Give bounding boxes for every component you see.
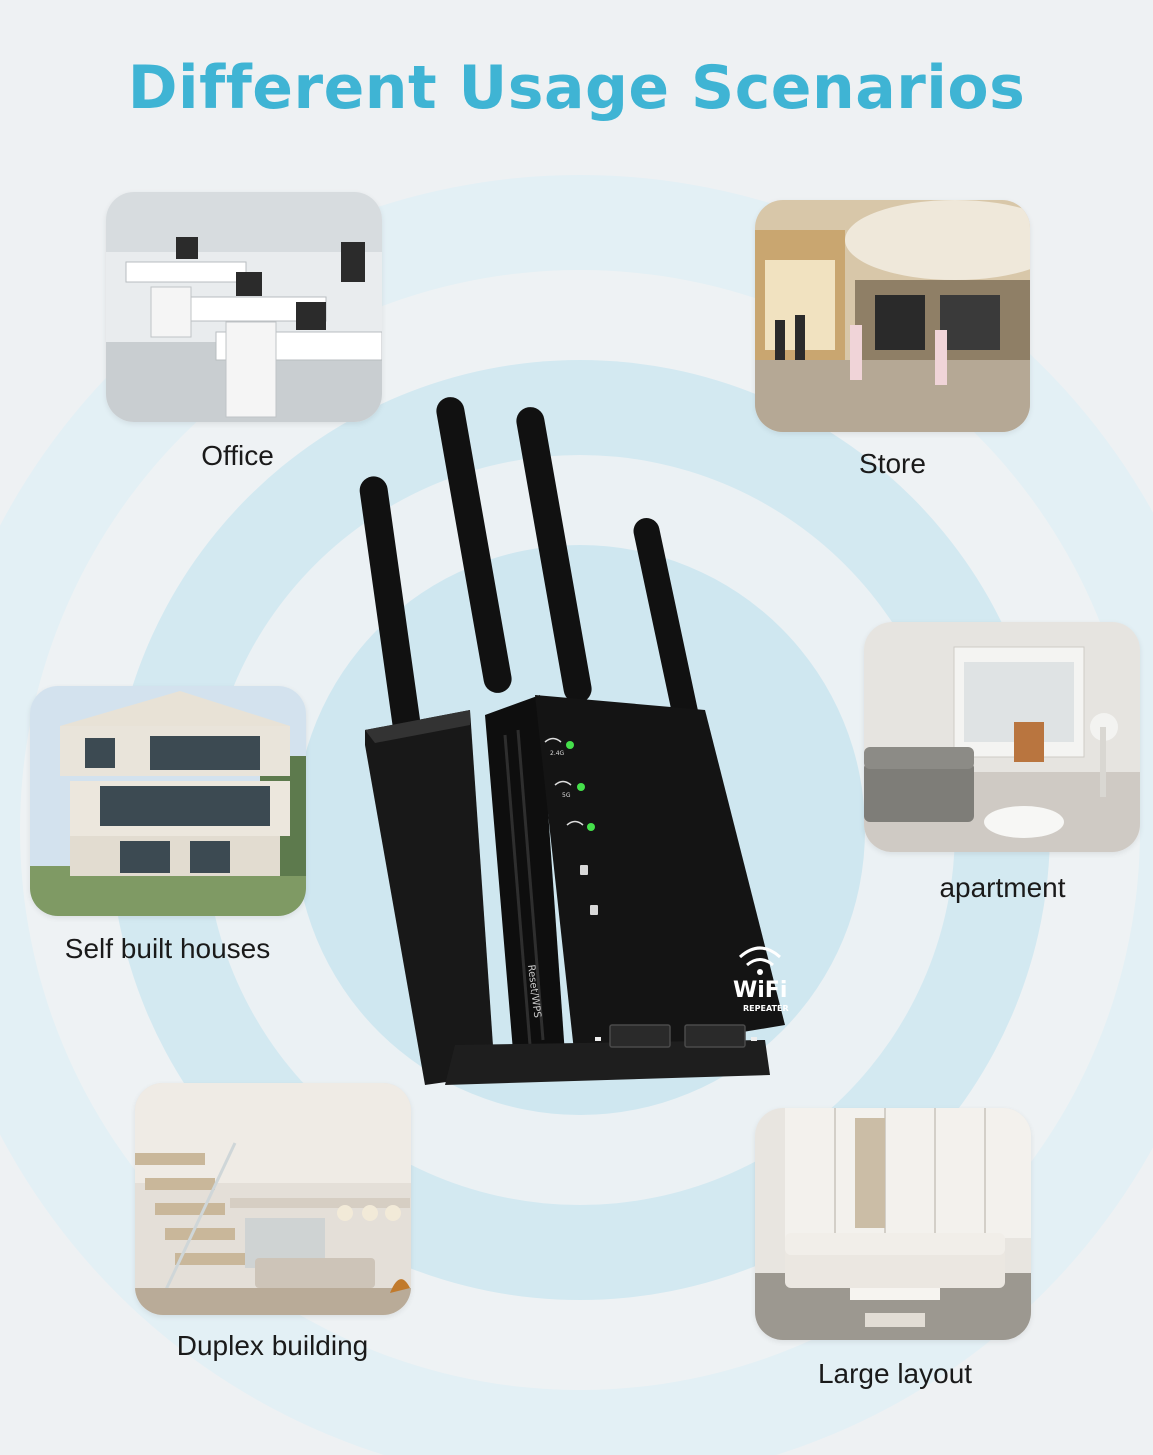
office-photo — [106, 192, 382, 422]
device-subtitle: REPEATER — [743, 1004, 789, 1013]
apartment-photo — [864, 622, 1140, 852]
wifi-repeater-device: 2.4G 5G WiFi REPEATER Reset/WPS — [355, 385, 805, 1085]
store-photo — [755, 200, 1030, 432]
led-label-2g: 2.4G — [550, 750, 565, 757]
duplex-building-label: Duplex building — [176, 1330, 369, 1361]
duplex-building-photo — [135, 1083, 411, 1315]
store-label: Store — [859, 448, 926, 479]
apartment-label: apartment — [939, 872, 1066, 903]
wifi-logo-icon — [738, 946, 782, 967]
led-label-5g: 5G — [562, 792, 571, 799]
ethernet-port-icon — [609, 1024, 746, 1048]
self-built-houses-label: Self built houses — [64, 933, 271, 964]
large-layout-label: Large layout — [817, 1358, 973, 1389]
device-brand: WiFi — [733, 978, 787, 1003]
page-title: Different Usage Scenarios — [127, 53, 1026, 123]
large-layout-photo — [755, 1108, 1031, 1340]
office-label: Office — [201, 440, 274, 471]
self-built-house-photo — [30, 686, 306, 916]
